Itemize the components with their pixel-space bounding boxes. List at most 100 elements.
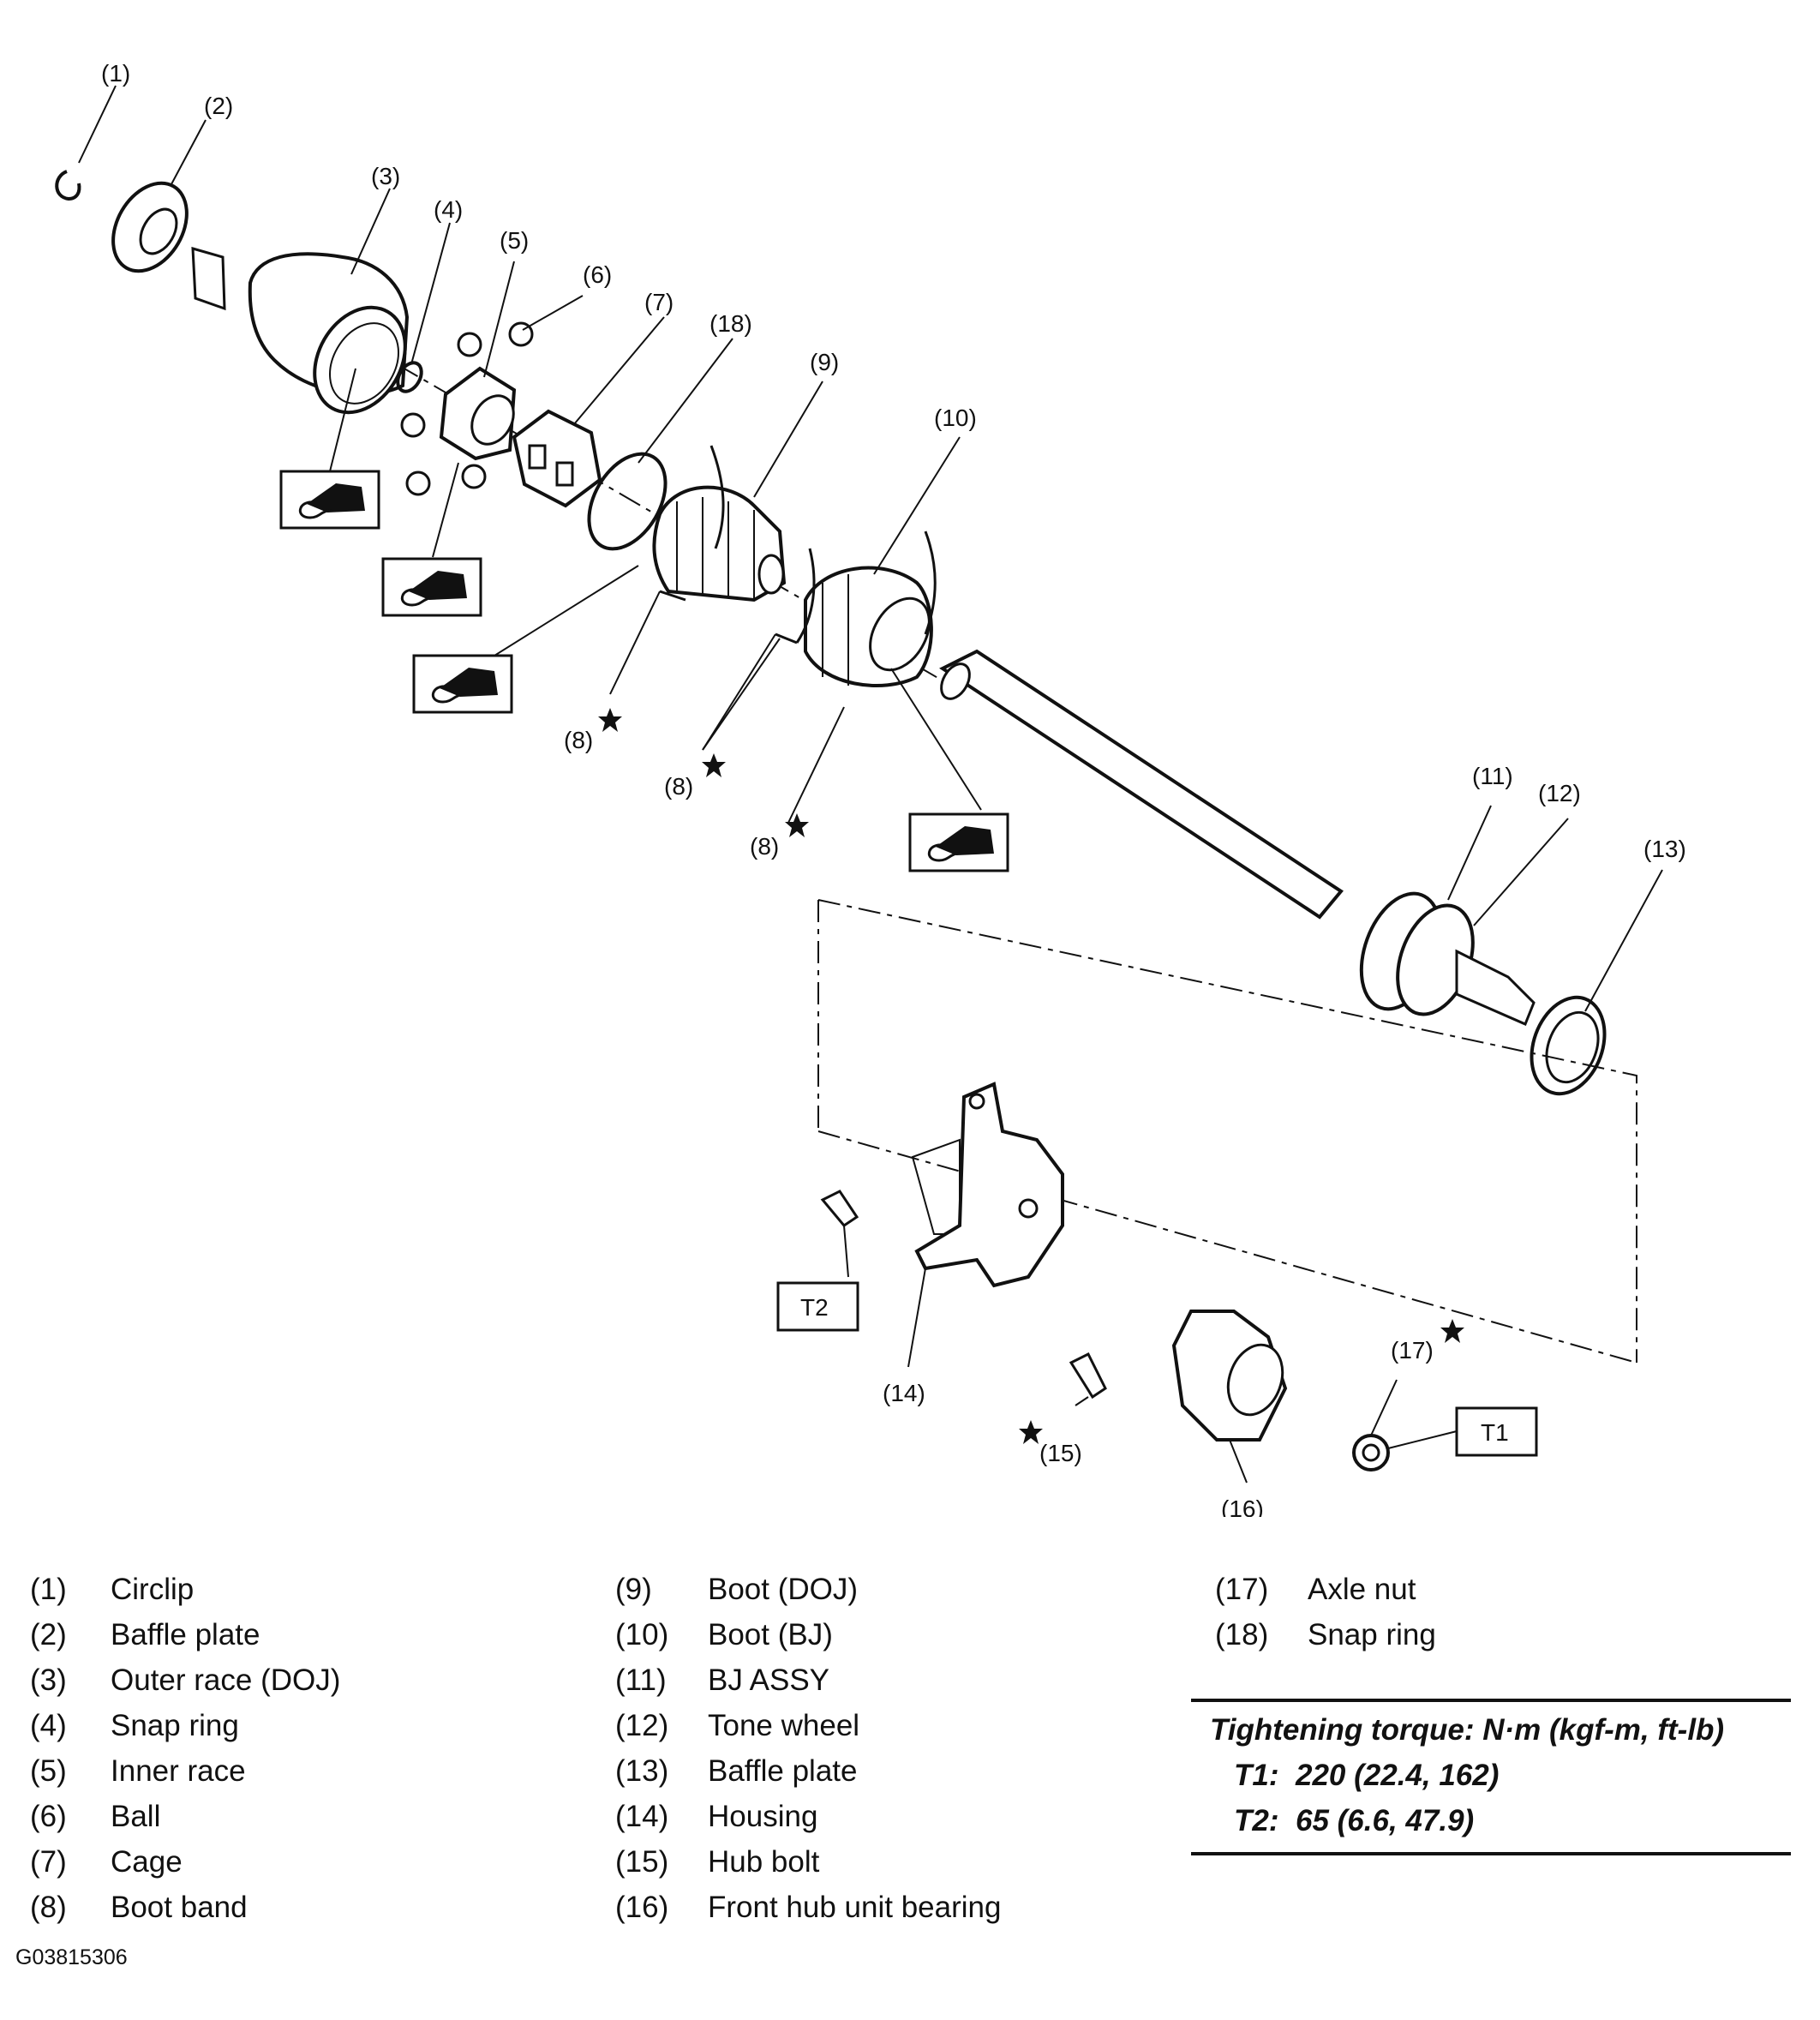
- legend-row: (1) Circlip: [30, 1567, 340, 1612]
- legend-column-1: (1) Circlip (2) Baffle plate (3) Outer race…: [30, 1567, 340, 1930]
- ball-parts: [400, 321, 534, 496]
- legend-name: Baffle plate: [708, 1754, 858, 1788]
- boot-bj-part: [804, 566, 933, 687]
- callout-9: (9): [810, 349, 839, 375]
- torque-table-title: Tightening torque: N·m (kgf-m, ft-lb): [1210, 1713, 1725, 1747]
- legend-row: (9) Boot (DOJ): [615, 1567, 1001, 1612]
- boot-doj-part: [652, 485, 787, 602]
- legend-column-3: (17) Axle nut (18) Snap ring: [1215, 1567, 1436, 1657]
- torque-row: T2: 65 (6.6, 47.9): [1191, 1798, 1791, 1843]
- housing-part: [911, 1082, 1064, 1288]
- leader-lines: [78, 85, 1663, 1484]
- callout-13: (13): [1643, 836, 1686, 862]
- legend-num: (12): [615, 1709, 669, 1742]
- axle-shaft-part: [939, 649, 1344, 920]
- legend-num: (9): [615, 1573, 652, 1606]
- grease-icon: [908, 812, 1009, 872]
- callout-3: (3): [371, 163, 400, 189]
- legend-num: (3): [30, 1663, 67, 1697]
- legend-row: (17) Axle nut: [1215, 1567, 1436, 1612]
- legend-name: Circlip: [111, 1573, 195, 1606]
- legend-num: (18): [1215, 1618, 1269, 1651]
- legend-num: (16): [615, 1891, 669, 1924]
- torque-value: 65 (6.6, 47.9): [1296, 1804, 1475, 1837]
- grease-icon: [279, 470, 380, 530]
- legend-name: Boot (DOJ): [708, 1573, 859, 1606]
- legend-num: (11): [615, 1663, 667, 1697]
- torque-value: 220 (22.4, 162): [1296, 1759, 1500, 1792]
- legend-num: (15): [615, 1845, 669, 1879]
- legend-name: Axle nut: [1308, 1573, 1416, 1606]
- callout-11: (11): [1472, 763, 1513, 789]
- legend-num: (10): [615, 1618, 669, 1651]
- legend-row: (5)Inner race: [30, 1748, 340, 1794]
- torque-label: T2:: [1234, 1804, 1279, 1837]
- legend-name: Boot (BJ): [708, 1618, 833, 1651]
- snap-ring-18-part: [587, 452, 668, 551]
- legend-row: (12) Tone wheel: [615, 1703, 1001, 1748]
- legend-name: Baffle plate: [111, 1618, 260, 1651]
- legend-num: (1): [30, 1573, 67, 1606]
- legend-name: Hub bolt: [708, 1845, 820, 1879]
- callout-16: (16): [1221, 1496, 1264, 1517]
- callout-5: (5): [500, 227, 529, 254]
- baffle-plate-part: [111, 181, 189, 273]
- legend-name: Cage: [111, 1845, 183, 1879]
- callout-18: (18): [709, 310, 752, 337]
- legend-row: (4) Snap ring: [30, 1703, 340, 1748]
- star-icon: [785, 813, 809, 837]
- torque-t1-box: [1455, 1406, 1538, 1457]
- legend-num: (17): [1215, 1573, 1269, 1606]
- legend-num: (7): [30, 1845, 67, 1879]
- legend-row: (16) Front hub unit bearing: [615, 1885, 1001, 1930]
- callout-8b: (8): [664, 773, 693, 800]
- legend-row: (14)Housing: [615, 1794, 1001, 1839]
- legend-num: (2): [30, 1618, 67, 1651]
- legend-row: (13) Baffle plate: [615, 1748, 1001, 1794]
- legend-name: Tone wheel: [708, 1709, 860, 1742]
- torque-row: T1: 220 (22.4, 162): [1191, 1753, 1791, 1798]
- star-icon: [598, 708, 622, 732]
- figure-id: G03815306: [15, 1945, 128, 1969]
- legend-row: (11)BJ ASSY: [615, 1657, 1001, 1703]
- callout-8c: (8): [750, 833, 779, 860]
- boot-band-parts: [659, 445, 937, 644]
- cage-part: [512, 409, 602, 508]
- legend-num: (14): [615, 1800, 669, 1833]
- grease-icon: [412, 654, 513, 714]
- legend-row: (8)Boot band: [30, 1885, 340, 1930]
- legend-num: (13): [615, 1754, 669, 1788]
- callout-4: (4): [434, 196, 463, 223]
- legend-name: Front hub unit bearing: [708, 1891, 1002, 1924]
- torque-label: T1:: [1234, 1759, 1279, 1792]
- callout-12: (12): [1538, 780, 1581, 806]
- callout-14: (14): [883, 1380, 925, 1406]
- legend-row: (10) Boot (BJ): [615, 1612, 1001, 1657]
- snap-ring-part: [396, 361, 423, 393]
- legend-row: (15) Hub bolt: [615, 1839, 1001, 1885]
- star-icon: [1440, 1319, 1464, 1343]
- legend-column-2: (9)Boot (DOJ) (10)Boot (BJ) (11)BJ ASSY …: [615, 1567, 1001, 1930]
- legend-row: (6)Ball: [30, 1794, 340, 1839]
- legend-name: Outer race (DOJ): [111, 1663, 341, 1697]
- torque-t2-box: [776, 1281, 859, 1332]
- front-hub-unit-bearing-part: [1171, 1310, 1288, 1442]
- callout-10: (10): [934, 405, 977, 431]
- tightening-torque-table: Tightening torque: N·m (kgf-m, ft-lb) T1…: [1191, 1699, 1791, 1855]
- legend-num: (6): [30, 1800, 67, 1833]
- legend-num: (4): [30, 1709, 67, 1742]
- assembly-guide-line: [817, 899, 1637, 1364]
- callout-7: (7): [644, 289, 674, 315]
- callout-8a: (8): [564, 727, 593, 753]
- torque-t2-label: T2: [800, 1294, 829, 1321]
- torque-t1-label: T1: [1481, 1419, 1509, 1446]
- star-icon: [702, 753, 726, 777]
- hub-bolt-part: [1069, 1352, 1107, 1400]
- circlip-part: [55, 170, 81, 201]
- callout-1: (1): [101, 60, 130, 87]
- housing-bolt-part: [820, 1190, 859, 1227]
- callout-6: (6): [583, 261, 612, 288]
- outer-race-doj-part: [191, 246, 410, 415]
- legend-name: Snap ring: [1308, 1618, 1436, 1651]
- legend-name: Snap ring: [111, 1709, 239, 1742]
